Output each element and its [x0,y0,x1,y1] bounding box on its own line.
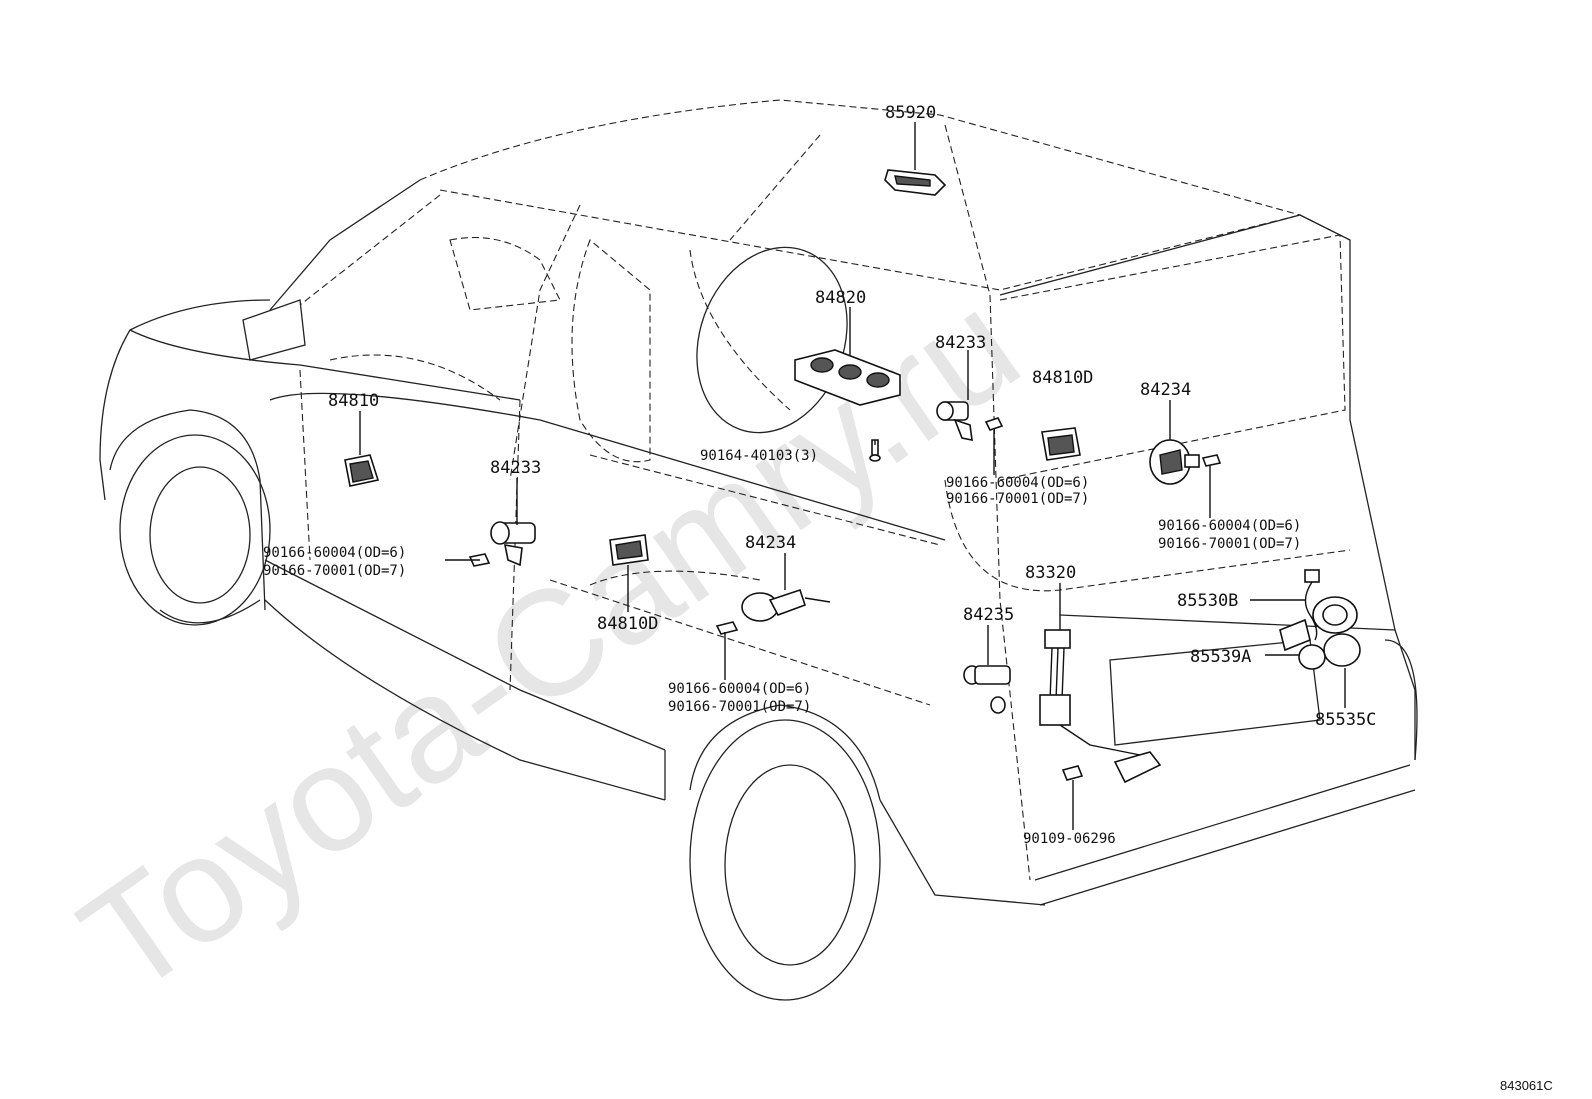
label-84234-center: 84234 [745,533,796,553]
label-84810D-center: 84810D [597,614,658,634]
label-90166-60004-right: 90166-60004(OD=6) [1158,518,1301,534]
label-90166-70001-mid: 90166-70001(OD=7) [946,491,1089,507]
label-90164: 90164-40103(3) [700,448,818,464]
screw-90164 [869,439,881,462]
label-90166-70001-bottom: 90166-70001(OD=7) [668,699,811,715]
label-90166-60004-left: 90166-60004(OD=6) [263,545,406,561]
part-84810D-center [609,534,649,566]
screw-90166-right [1201,454,1222,467]
label-84820: 84820 [815,288,866,308]
label-84810D-right: 84810D [1032,368,1093,388]
part-85530B-lamp [1304,569,1358,641]
label-85539A: 85539A [1190,647,1251,667]
part-84233-door-switch-right [936,401,973,442]
part-84810D-right [1041,427,1081,461]
part-83320-wiring [1039,629,1162,784]
leader-lines [359,122,1346,830]
part-84820-switch-assembly [794,349,901,406]
part-84234-right [1149,439,1200,485]
label-85920: 85920 [885,103,936,123]
label-85530B: 85530B [1177,591,1238,611]
label-90109: 90109-06296 [1023,831,1116,847]
label-83320: 83320 [1025,563,1076,583]
part-84233-door-switch-left [490,521,536,567]
screw-90109 [1061,765,1084,781]
screw-90166-mid [984,417,1004,431]
label-84233-left: 84233 [490,458,541,478]
label-84810: 84810 [328,391,379,411]
part-85920-dome-lamp [884,169,947,196]
vehicle-outline [99,99,1418,1001]
part-84234-center [741,588,831,622]
label-84235: 84235 [963,605,1014,625]
label-90166-70001-right: 90166-70001(OD=7) [1158,536,1301,552]
diagram-code: 843061C [1500,1078,1553,1093]
label-90166-60004-bottom: 90166-60004(OD=6) [668,681,811,697]
label-84233-right: 84233 [935,333,986,353]
part-84810-left [344,454,380,487]
label-85535C: 85535C [1315,710,1376,730]
part-84235 [963,665,1011,714]
screw-90166-bottom [715,621,739,635]
label-84234-right: 84234 [1140,380,1191,400]
label-90166-70001-left: 90166-70001(OD=7) [263,563,406,579]
part-85535C-lens [1323,633,1361,667]
label-90166-60004-mid: 90166-60004(OD=6) [946,475,1089,491]
